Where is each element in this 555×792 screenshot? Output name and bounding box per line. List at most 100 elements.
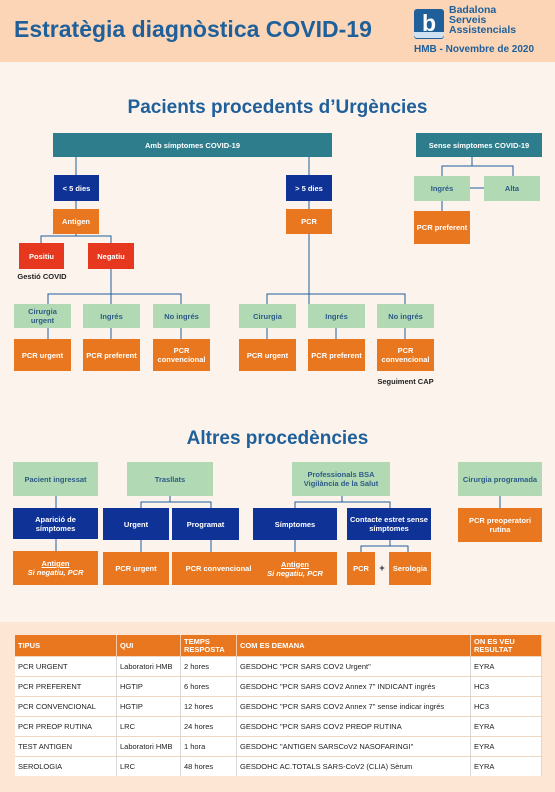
antigen-note: Si negatiu, PCR [27, 568, 84, 577]
node-pcr-preferent-left: PCR preferent [83, 339, 140, 371]
node-ingres-no-symptoms: Ingrés [414, 176, 470, 201]
cell-com: GESDOHC "PCR SARS COV2 PREOP RUTINA [236, 716, 471, 737]
cell-tipus: TEST ANTIGEN [15, 736, 117, 757]
section-title-altres: Altres procedències [186, 428, 369, 449]
node-urgent: Urgent [103, 508, 169, 540]
table-row: SEROLOGIA LRC 48 hores GESDOHC AC.TOTALS… [15, 756, 542, 776]
cell-resultat: EYRA [470, 756, 542, 776]
cell-qui: HGTIP [116, 696, 181, 717]
cell-tipus: PCR PREOP RUTINA [15, 716, 117, 737]
gestio-covid-note: Gestió COVID [17, 272, 67, 281]
node-more-5-days: > 5 dies [286, 175, 332, 201]
cell-com: GESDOHC "PCR SARS COV2 Annex 7" INDICANT… [236, 676, 471, 697]
node-pcr: PCR [286, 209, 332, 234]
node-no-ingres-mid: No ingrés [377, 304, 434, 328]
node-positive: Positiu [19, 243, 64, 269]
cell-tipus: PCR URGENT [15, 656, 117, 677]
node-ingres-left: Ingrés [83, 304, 140, 328]
cell-com: GESDOHC "PCR SARS COV2 Annex 7" sense in… [236, 696, 471, 717]
cell-tipus: PCR PREFERENT [15, 676, 117, 697]
cell-resultat: EYRA [470, 736, 542, 757]
cell-qui: HGTIP [116, 676, 181, 697]
node-antigen: Antigen [53, 209, 99, 234]
info-table: TIPUS QUI TEMPS RESPOSTA COM ES DEMANA O… [15, 635, 542, 776]
col-temps: TEMPS RESPOSTA [180, 635, 237, 657]
node-pcr-convencional-trasllat: PCR convencional [172, 552, 265, 585]
node-pacient-ingressat: Pacient ingressat [13, 462, 98, 496]
table-row: PCR PREFERENT HGTIP 6 hores GESDOHC "PCR… [15, 676, 542, 697]
node-contacte-estret: Contacte estret sense símptomes [347, 508, 431, 540]
node-aparicio-simptomes: Aparició de símptomes [13, 508, 98, 539]
date-label: HMB - Novembre de 2020 [414, 44, 535, 55]
node-professionals: Professionals BSA Vigilància de la Salut [292, 462, 390, 496]
cell-resultat: HC3 [470, 696, 542, 717]
cell-com: GESDOHC AC.TOTALS SARS-CoV2 (CLIA) Sèrum [236, 756, 471, 776]
cell-tipus: SEROLOGIA [15, 756, 117, 776]
cell-tipus: PCR CONVENCIONAL [15, 696, 117, 717]
logo-line-3: Assistencials [449, 24, 517, 36]
cell-resultat: HC3 [470, 676, 542, 697]
node-pcr-convencional-mid: PCR convencional [377, 339, 434, 371]
table-row: PCR URGENT Laboratori HMB 2 hores GESDOH… [15, 656, 542, 677]
antigen-label: Antigen [281, 559, 309, 569]
logo-wave-icon [414, 32, 444, 38]
col-qui: QUI [116, 635, 181, 657]
node-pcr-convencional-left: PCR convencional [153, 339, 210, 371]
node-alta: Alta [484, 176, 540, 201]
node-cirurgia-programada: Cirurgia programada [458, 462, 542, 496]
cell-com: GESDOHC "PCR SARS COV2 Urgent" [236, 656, 471, 677]
node-cirurgia-urgent: Cirurgia urgent [14, 304, 71, 328]
node-no-ingres-left: No ingrés [153, 304, 210, 328]
col-resultat: ON ES VEU RESULTAT [470, 635, 542, 657]
col-tipus: TIPUS [15, 635, 117, 657]
node-pcr-preoperatori: PCR preoperatori rutina [458, 508, 542, 542]
node-simptomes: Símptomes [253, 508, 337, 540]
cell-com: GESDOHC "ANTIGEN SARSCoV2 NASOFARINGI" [236, 736, 471, 757]
logo-text: Badalona Serveis Assistencials [449, 4, 517, 36]
node-pcr-preferent-mid: PCR preferent [308, 339, 365, 371]
logo-line-2: Serveis [449, 14, 487, 26]
table-row: PCR CONVENCIONAL HGTIP 12 hores GESDOHC … [15, 696, 542, 717]
cell-temps: 1 hora [180, 736, 237, 757]
cell-qui: LRC [116, 756, 181, 776]
plus-sign: + [379, 563, 385, 573]
node-pcr-contacte: PCR [347, 552, 375, 585]
cell-qui: Laboratori HMB [116, 656, 181, 677]
table-header-row: TIPUS QUI TEMPS RESPOSTA COM ES DEMANA O… [15, 635, 542, 657]
node-without-symptoms: Sense símptomes COVID-19 [416, 133, 542, 157]
antigen-note: Si negatiu, PCR [267, 568, 323, 578]
node-pcr-urgent-mid: PCR urgent [239, 339, 296, 371]
node-antigen-professionals: Antigen Si negatiu, PCR [253, 552, 337, 585]
node-pcr-preferent-no-symptoms: PCR preferent [414, 211, 470, 244]
antigen-label: Antigen [41, 559, 70, 568]
node-with-symptoms: Amb símptomes COVID-19 [53, 133, 332, 157]
node-ingres-mid: Ingrés [308, 304, 365, 328]
cell-resultat: EYRA [470, 656, 542, 677]
section-title-urgencies: Pacients procedents d’Urgències [127, 97, 428, 118]
node-serologia: Serologia [389, 552, 431, 585]
col-com: COM ES DEMANA [236, 635, 471, 657]
cell-temps: 2 hores [180, 656, 237, 677]
cell-resultat: EYRA [470, 716, 542, 737]
cell-qui: Laboratori HMB [116, 736, 181, 757]
cell-temps: 12 hores [180, 696, 237, 717]
cell-temps: 6 hores [180, 676, 237, 697]
cell-qui: LRC [116, 716, 181, 737]
seguiment-cap-note: Seguiment CAP [377, 377, 434, 386]
node-pcr-urgent-trasllat: PCR urgent [103, 552, 169, 585]
node-cirurgia-mid: Cirurgia [239, 304, 296, 328]
node-negative: Negatiu [88, 243, 134, 269]
cell-temps: 48 hores [180, 756, 237, 776]
table-row: PCR PREOP RUTINA LRC 24 hores GESDOHC "P… [15, 716, 542, 737]
node-pcr-urgent-left: PCR urgent [14, 339, 71, 371]
node-less-5-days: < 5 dies [54, 175, 99, 201]
page-title: Estratègia diagnòstica COVID-19 [14, 16, 372, 42]
node-programat: Programat [172, 508, 239, 540]
cell-temps: 24 hores [180, 716, 237, 737]
logo-letter: b [421, 10, 437, 36]
logo-line-1: Badalona [449, 4, 497, 16]
table-row: TEST ANTIGEN Laboratori HMB 1 hora GESDO… [15, 736, 542, 757]
header-band [0, 0, 555, 62]
node-antigen-pacient: Antigen Si negatiu, PCR [13, 551, 98, 585]
node-trasllats: Trasllats [127, 462, 213, 496]
